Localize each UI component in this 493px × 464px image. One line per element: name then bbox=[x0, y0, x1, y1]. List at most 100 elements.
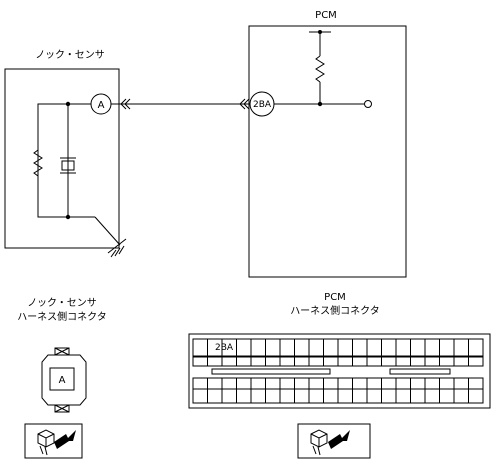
pcm-connector-pin-cell bbox=[453, 377, 469, 390]
pcm-connector-pin-cell bbox=[424, 377, 440, 390]
pcm-connector-pin-cell bbox=[424, 388, 440, 404]
pcm-connector-key-right bbox=[389, 368, 451, 375]
pcm-connector-pin-cell bbox=[439, 338, 455, 357]
pcm-connector-pin-cell bbox=[323, 388, 339, 404]
pcm-connector-pin-cell bbox=[381, 338, 397, 357]
pullup-resistor-symbol bbox=[315, 55, 325, 83]
pcm-connector-pin-cell bbox=[221, 388, 237, 404]
pcm-connector-pin-cell bbox=[366, 338, 382, 357]
pcm-connector-key-left bbox=[211, 368, 331, 375]
pcm-connector-title-1: PCM bbox=[324, 292, 346, 303]
pcm-connector-pin-cell bbox=[453, 388, 469, 404]
pcm-connector-pin-cell bbox=[308, 377, 324, 390]
pcm-connector-pin-cell bbox=[366, 377, 382, 390]
pcm-connector-pin-cell bbox=[381, 356, 397, 367]
pcm-connector-pin-cell bbox=[468, 338, 484, 357]
knock-sensor-block: ノック・センサ A bbox=[4, 49, 127, 258]
pcm-connector-pin-cell bbox=[207, 388, 223, 404]
pcm-connector-pin-cell bbox=[265, 377, 281, 390]
pcm-connector-pin-cell bbox=[236, 338, 252, 357]
ks-connector-title-2: ハーネス側コネクタ bbox=[17, 310, 107, 323]
pcm-connector-pin-cell bbox=[395, 377, 411, 390]
pcm-connector-pin-cell bbox=[323, 356, 339, 367]
pcm-title: PCM bbox=[315, 10, 337, 21]
pcm-connector-pin-cell bbox=[265, 356, 281, 367]
pcm-connector-pin-cell bbox=[410, 338, 426, 357]
pcm-connector-pin-cell bbox=[395, 338, 411, 357]
connector-latch-icon bbox=[54, 404, 70, 413]
pcm-connector-pin-cell bbox=[424, 356, 440, 367]
ks-connector-title-1: ノック・センサ bbox=[27, 297, 97, 309]
pcm-connector-pin-cell bbox=[352, 356, 368, 367]
pcm-connector-pin-cell bbox=[279, 356, 295, 367]
ks-connector-pin-cell bbox=[49, 367, 75, 391]
pcm-connector-pin-cell bbox=[439, 356, 455, 367]
pcm-connector-pin-cell bbox=[468, 388, 484, 404]
pcm-connector-pin-cell bbox=[395, 356, 411, 367]
pcm-connector-pin-cell bbox=[265, 388, 281, 404]
pcm-connector-outline bbox=[188, 333, 491, 409]
pcm-connector-pin-cell bbox=[453, 338, 469, 357]
pcm-connector-pin-cell bbox=[279, 338, 295, 357]
pcm-connector-pin-cell bbox=[250, 356, 266, 367]
connector-latch-icon bbox=[54, 347, 70, 356]
pcm-connector-pin-cell bbox=[323, 377, 339, 390]
pcm-connector-pin-cell bbox=[410, 388, 426, 404]
pcm-connector-pin-cell bbox=[250, 377, 266, 390]
pcm-connector-pin-cell bbox=[352, 377, 368, 390]
pcm-connector-pin-cell bbox=[207, 377, 223, 390]
pcm-connector-pin-cell bbox=[337, 338, 353, 357]
pcm-connector-title-2: ハーネス側コネクタ bbox=[290, 304, 380, 317]
pcm-connector-pin-cell bbox=[236, 377, 252, 390]
pcm-connector-pin-cell bbox=[192, 388, 208, 404]
pcm-connector-pin-cell bbox=[279, 388, 295, 404]
ks-connector-outline bbox=[41, 354, 87, 406]
knock-sensor-box bbox=[4, 68, 120, 249]
pcm-connector-pin-cell bbox=[381, 388, 397, 404]
pcm-connector-pin-cell bbox=[468, 377, 484, 390]
piezo-element-icon bbox=[60, 157, 76, 174]
pcm-connector-pin-cell bbox=[308, 356, 324, 367]
ks-connector-pin-label: A bbox=[59, 375, 66, 386]
pcm-block: PCM 2BA bbox=[248, 10, 407, 278]
pcm-connector-pin-cell bbox=[294, 388, 310, 404]
pcm-connector-pin-cell bbox=[294, 377, 310, 390]
pcm-connector-pin-cell bbox=[236, 388, 252, 404]
pcm-input-terminal bbox=[364, 100, 372, 108]
pcm-connector-pin-cell bbox=[250, 338, 266, 357]
pcm-connector-pin-cell bbox=[308, 338, 324, 357]
pcm-connector-pin-cell bbox=[366, 356, 382, 367]
pcm-connector-pin-cell bbox=[352, 388, 368, 404]
pcm-connector-pin-cell bbox=[381, 377, 397, 390]
ground-icon bbox=[107, 238, 127, 258]
pcm-connector-pin-cell bbox=[279, 377, 295, 390]
pcm-connector-pin-cell bbox=[410, 356, 426, 367]
pcm-connector-pin-cell bbox=[221, 377, 237, 390]
pcm-connector-pin-cell bbox=[424, 338, 440, 357]
knock-sensor-connector-block: ノック・センサ ハーネス側コネクタ A bbox=[17, 297, 107, 459]
pcm-connector-pin-cell bbox=[294, 356, 310, 367]
connector-view-direction-icon bbox=[24, 423, 83, 459]
pcm-connector-pin-cell bbox=[265, 338, 281, 357]
pcm-connector-pin-cell bbox=[308, 388, 324, 404]
pcm-connector-pin-cell bbox=[236, 356, 252, 367]
pcm-connector-pin-grid bbox=[192, 338, 484, 404]
connector-view-direction-icon bbox=[297, 423, 371, 459]
harness-wire bbox=[111, 98, 250, 110]
knock-sensor-title: ノック・センサ bbox=[35, 49, 105, 61]
pcm-connector-pin-cell bbox=[453, 356, 469, 367]
pcm-connector-pin-cell bbox=[352, 338, 368, 357]
pcm-connector-pin-cell bbox=[337, 356, 353, 367]
pcm-connector-pin-cell bbox=[337, 388, 353, 404]
pcm-connector-pin-cell bbox=[366, 388, 382, 404]
pcm-box bbox=[248, 25, 407, 278]
pcm-connector-pin-cell bbox=[395, 388, 411, 404]
pcm-connector-pin-cell bbox=[207, 356, 223, 367]
pcm-connector-pin-cell bbox=[192, 338, 208, 357]
pcm-connector-pin-cell bbox=[323, 338, 339, 357]
pcm-connector-pin-cell bbox=[294, 338, 310, 357]
pcm-connector-pin-cell bbox=[221, 356, 237, 367]
pcm-connector-pin-cell bbox=[439, 377, 455, 390]
pcm-connector-pin-cell bbox=[192, 356, 208, 367]
